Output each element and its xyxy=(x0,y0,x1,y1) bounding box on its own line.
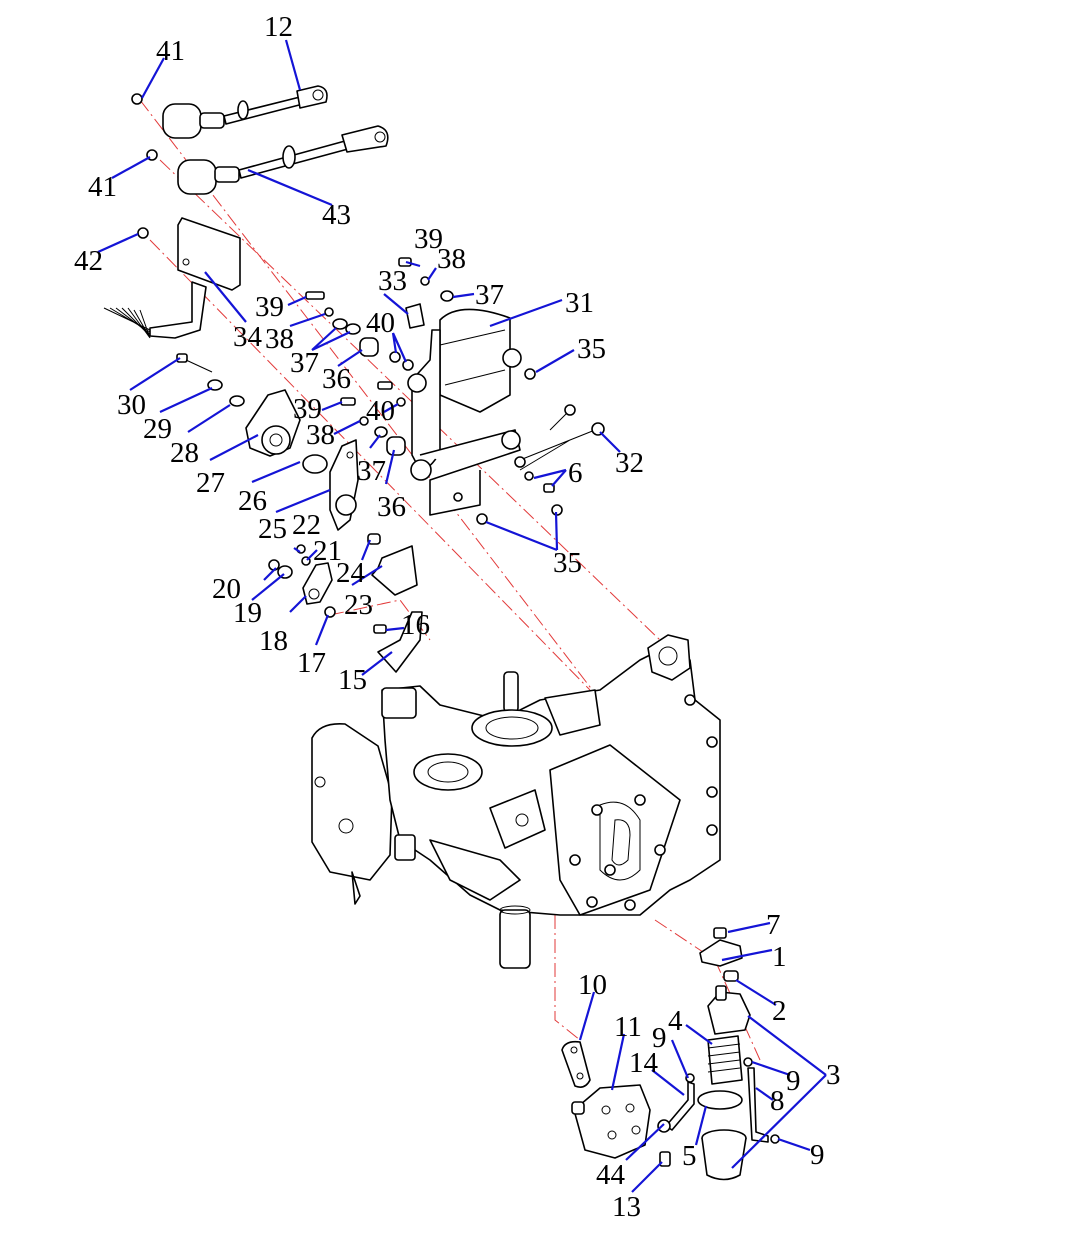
callout-15: 15 xyxy=(338,664,367,696)
callout-39: 39 xyxy=(255,291,284,323)
callout-9: 9 xyxy=(652,1022,667,1054)
callout-21: 21 xyxy=(313,535,342,567)
bolt-42 xyxy=(137,227,149,239)
callout-35: 35 xyxy=(577,333,606,365)
ignition-coil-upper xyxy=(162,85,328,139)
callout-39: 39 xyxy=(414,223,443,255)
bolt-41-upper xyxy=(131,93,143,105)
fuel-filter-group xyxy=(657,927,780,1181)
callout-10: 10 xyxy=(578,969,607,1001)
callout-42: 42 xyxy=(74,245,103,277)
callout-44: 44 xyxy=(596,1159,626,1191)
callout-37: 37 xyxy=(290,347,319,379)
callout-5: 5 xyxy=(682,1140,697,1172)
ignition-coil-lower xyxy=(177,125,389,195)
callout-19: 19 xyxy=(233,597,262,629)
cdi-box xyxy=(103,217,241,339)
callout-14: 14 xyxy=(629,1047,659,1079)
callout-24: 24 xyxy=(336,557,366,589)
callout-38: 38 xyxy=(306,419,335,451)
callout-37: 37 xyxy=(357,455,386,487)
callout-26: 26 xyxy=(238,485,267,517)
callout-39: 39 xyxy=(293,393,322,425)
wire-harness xyxy=(103,307,151,339)
callout-29: 29 xyxy=(143,413,172,445)
throttle-cam-assembly xyxy=(176,353,359,531)
callout-9: 9 xyxy=(786,1065,801,1097)
callout-35: 35 xyxy=(553,547,582,579)
callout-6: 6 xyxy=(568,457,583,489)
callout-38: 38 xyxy=(437,243,466,275)
callout-43: 43 xyxy=(322,199,351,231)
callout-1: 1 xyxy=(772,941,787,973)
callout-36: 36 xyxy=(377,491,406,523)
callout-18: 18 xyxy=(259,625,288,657)
callout-7: 7 xyxy=(766,909,781,941)
callout-41: 41 xyxy=(156,35,185,67)
mounting-bracket xyxy=(407,308,522,516)
leader-lines xyxy=(97,39,827,1193)
callout-3: 3 xyxy=(826,1059,841,1091)
callout-38: 38 xyxy=(265,323,294,355)
callout-13: 13 xyxy=(612,1191,641,1223)
callout-4: 4 xyxy=(668,1005,683,1037)
callout-16: 16 xyxy=(401,609,430,641)
fastener-hardware xyxy=(305,257,454,456)
callout-23: 23 xyxy=(344,589,373,621)
engine-power-head xyxy=(311,634,721,969)
callout-28: 28 xyxy=(170,437,199,469)
callout-20: 20 xyxy=(212,573,241,605)
callout-41: 41 xyxy=(88,171,117,203)
callout-30: 30 xyxy=(117,389,146,421)
callout-40: 40 xyxy=(366,395,395,427)
callout-34: 34 xyxy=(233,321,263,353)
callout-12: 12 xyxy=(264,11,293,43)
callout-27: 27 xyxy=(196,467,225,499)
callout-22: 22 xyxy=(292,509,321,541)
callout-numbers: 41 12 41 43 42 34 39 38 37 36 40 33 39 3… xyxy=(74,11,841,1223)
callout-33: 33 xyxy=(378,265,407,297)
callout-8: 8 xyxy=(770,1085,785,1117)
callout-17: 17 xyxy=(297,647,326,679)
callout-36: 36 xyxy=(322,363,351,395)
callout-40: 40 xyxy=(366,307,395,339)
fuel-pump xyxy=(561,1040,671,1167)
callout-2: 2 xyxy=(772,995,787,1027)
callout-37: 37 xyxy=(475,279,504,311)
callout-9: 9 xyxy=(810,1139,825,1171)
callout-25: 25 xyxy=(258,513,287,545)
callout-31: 31 xyxy=(565,287,594,319)
callout-11: 11 xyxy=(614,1011,642,1043)
callout-32: 32 xyxy=(615,447,644,479)
